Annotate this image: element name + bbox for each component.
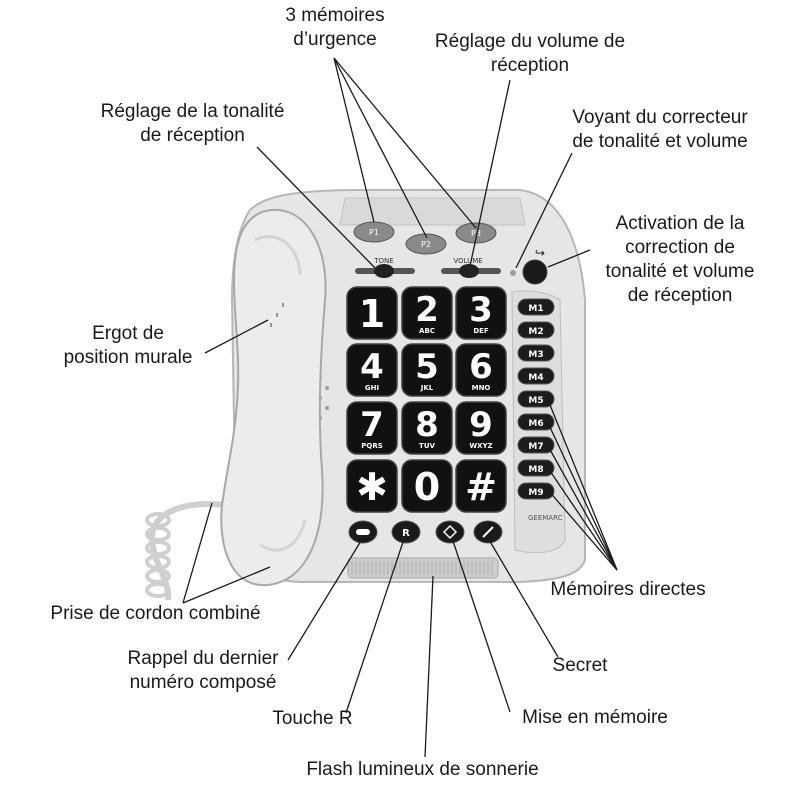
cord-coil	[145, 582, 171, 598]
key-digit: 3	[469, 290, 493, 330]
key-digit: ✱	[356, 465, 388, 509]
label-wall-lug: Ergot de position murale	[63, 323, 193, 368]
key-letters: DEF	[473, 327, 489, 335]
keypad-key-hash[interactable]: #	[455, 459, 507, 513]
key-digit: 4	[360, 347, 384, 387]
volume-label: VOLUME	[453, 257, 482, 265]
wall-lug	[270, 303, 284, 327]
tone-volume-activation-button[interactable]	[522, 259, 548, 285]
memory-key-m7[interactable]: M7	[517, 436, 555, 454]
mute-icon	[482, 526, 494, 538]
memory-key-m3[interactable]: M3	[517, 344, 555, 362]
emergency-key-p1[interactable]: P1	[353, 221, 395, 243]
key-digit: 7	[360, 405, 384, 445]
tone-label: TONE	[373, 257, 393, 265]
keypad-key-star[interactable]: ✱	[346, 459, 398, 513]
key-digit: 9	[469, 405, 493, 445]
leader-lines	[182, 57, 618, 758]
secret-button[interactable]	[473, 520, 503, 544]
label-direct-memories: Mémoires directes	[550, 579, 706, 600]
speaker-hole	[325, 386, 329, 390]
speaker-hole	[325, 406, 329, 410]
memory-key-label: M4	[528, 373, 543, 383]
emergency-key-p2[interactable]: P2	[405, 233, 447, 255]
keypad-key-0[interactable]: 0	[401, 459, 453, 513]
tone-volume-indicator-light	[510, 270, 516, 276]
redial-icon	[356, 529, 370, 535]
brand-logo: GEEMARC	[528, 514, 563, 522]
memory-key-m4[interactable]: M4	[517, 367, 555, 385]
memory-key-m6[interactable]: M6	[517, 413, 555, 431]
emergency-key-label: P1	[369, 228, 379, 237]
r-button[interactable]: R	[391, 520, 421, 544]
label-last-number-redial: Rappel du dernier numéro composé	[127, 648, 279, 693]
handset-boost-icon: ↪	[535, 246, 545, 260]
label-store-memory: Mise en mémoire	[522, 707, 668, 728]
label-ring-flash: Flash lumineux de sonnerie	[306, 759, 539, 780]
emergency-key-p3[interactable]: P3	[455, 222, 497, 244]
tone-slider-knob[interactable]	[374, 264, 394, 278]
memory-key-m2[interactable]: M2	[517, 321, 555, 339]
redial-button[interactable]	[348, 520, 378, 544]
label-cord-socket: Prise de cordon combiné	[50, 603, 261, 624]
memory-key-label: M9	[528, 488, 543, 498]
memory-key-m1[interactable]: M1	[517, 298, 555, 316]
memory-key-label: M8	[528, 465, 543, 475]
r-key-label: R	[402, 528, 410, 539]
key-letters: TUV	[419, 442, 435, 450]
store-icon	[442, 524, 458, 540]
memory-key-label: M2	[528, 327, 543, 337]
label-secret: Secret	[552, 655, 608, 676]
label-emergency-memories: 3 mémoires d’urgence	[285, 5, 385, 50]
label-receive-tone: Réglage de la tonalité de réception	[100, 101, 285, 146]
key-digit: 8	[415, 405, 439, 445]
key-letters: GHI	[365, 384, 379, 392]
label-r-key: Touche R	[272, 708, 353, 729]
key-letters: ABC	[419, 327, 435, 335]
label-receive-volume: Réglage du volume de réception	[434, 31, 626, 76]
key-digit: 5	[415, 347, 439, 387]
key-letters: PQRS	[361, 442, 383, 450]
memory-key-label: M7	[528, 442, 543, 452]
store-button[interactable]	[435, 520, 465, 544]
volume-slider-knob[interactable]	[459, 264, 479, 278]
emergency-key-label: P3	[471, 229, 481, 238]
key-letters: MNO	[472, 384, 491, 392]
emergency-key-label: P2	[421, 240, 431, 249]
label-activation: Activation de la correction de tonalité …	[605, 213, 755, 306]
key-digit: 6	[469, 347, 493, 387]
memory-key-label: M1	[528, 304, 543, 314]
key-letters: JKL	[420, 384, 434, 392]
coiled-cord	[145, 501, 226, 601]
memory-key-label: M6	[528, 419, 543, 429]
memory-key-m5[interactable]: M5	[517, 390, 555, 408]
keypad-key-1[interactable]: 1	[346, 286, 398, 340]
memory-key-label: M5	[528, 396, 543, 406]
key-digit: 1	[359, 292, 385, 336]
key-digit: 2	[415, 290, 439, 330]
memory-key-m9[interactable]: M9	[517, 482, 555, 500]
key-digit: 0	[414, 465, 440, 509]
memory-key-m8[interactable]: M8	[517, 459, 555, 477]
key-digit: #	[465, 465, 497, 509]
label-indicator-light: Voyant du correcteur de tonalité et volu…	[572, 107, 748, 152]
key-letters: WXYZ	[469, 442, 492, 450]
handset[interactable]	[220, 209, 327, 587]
memory-key-label: M3	[528, 350, 543, 360]
